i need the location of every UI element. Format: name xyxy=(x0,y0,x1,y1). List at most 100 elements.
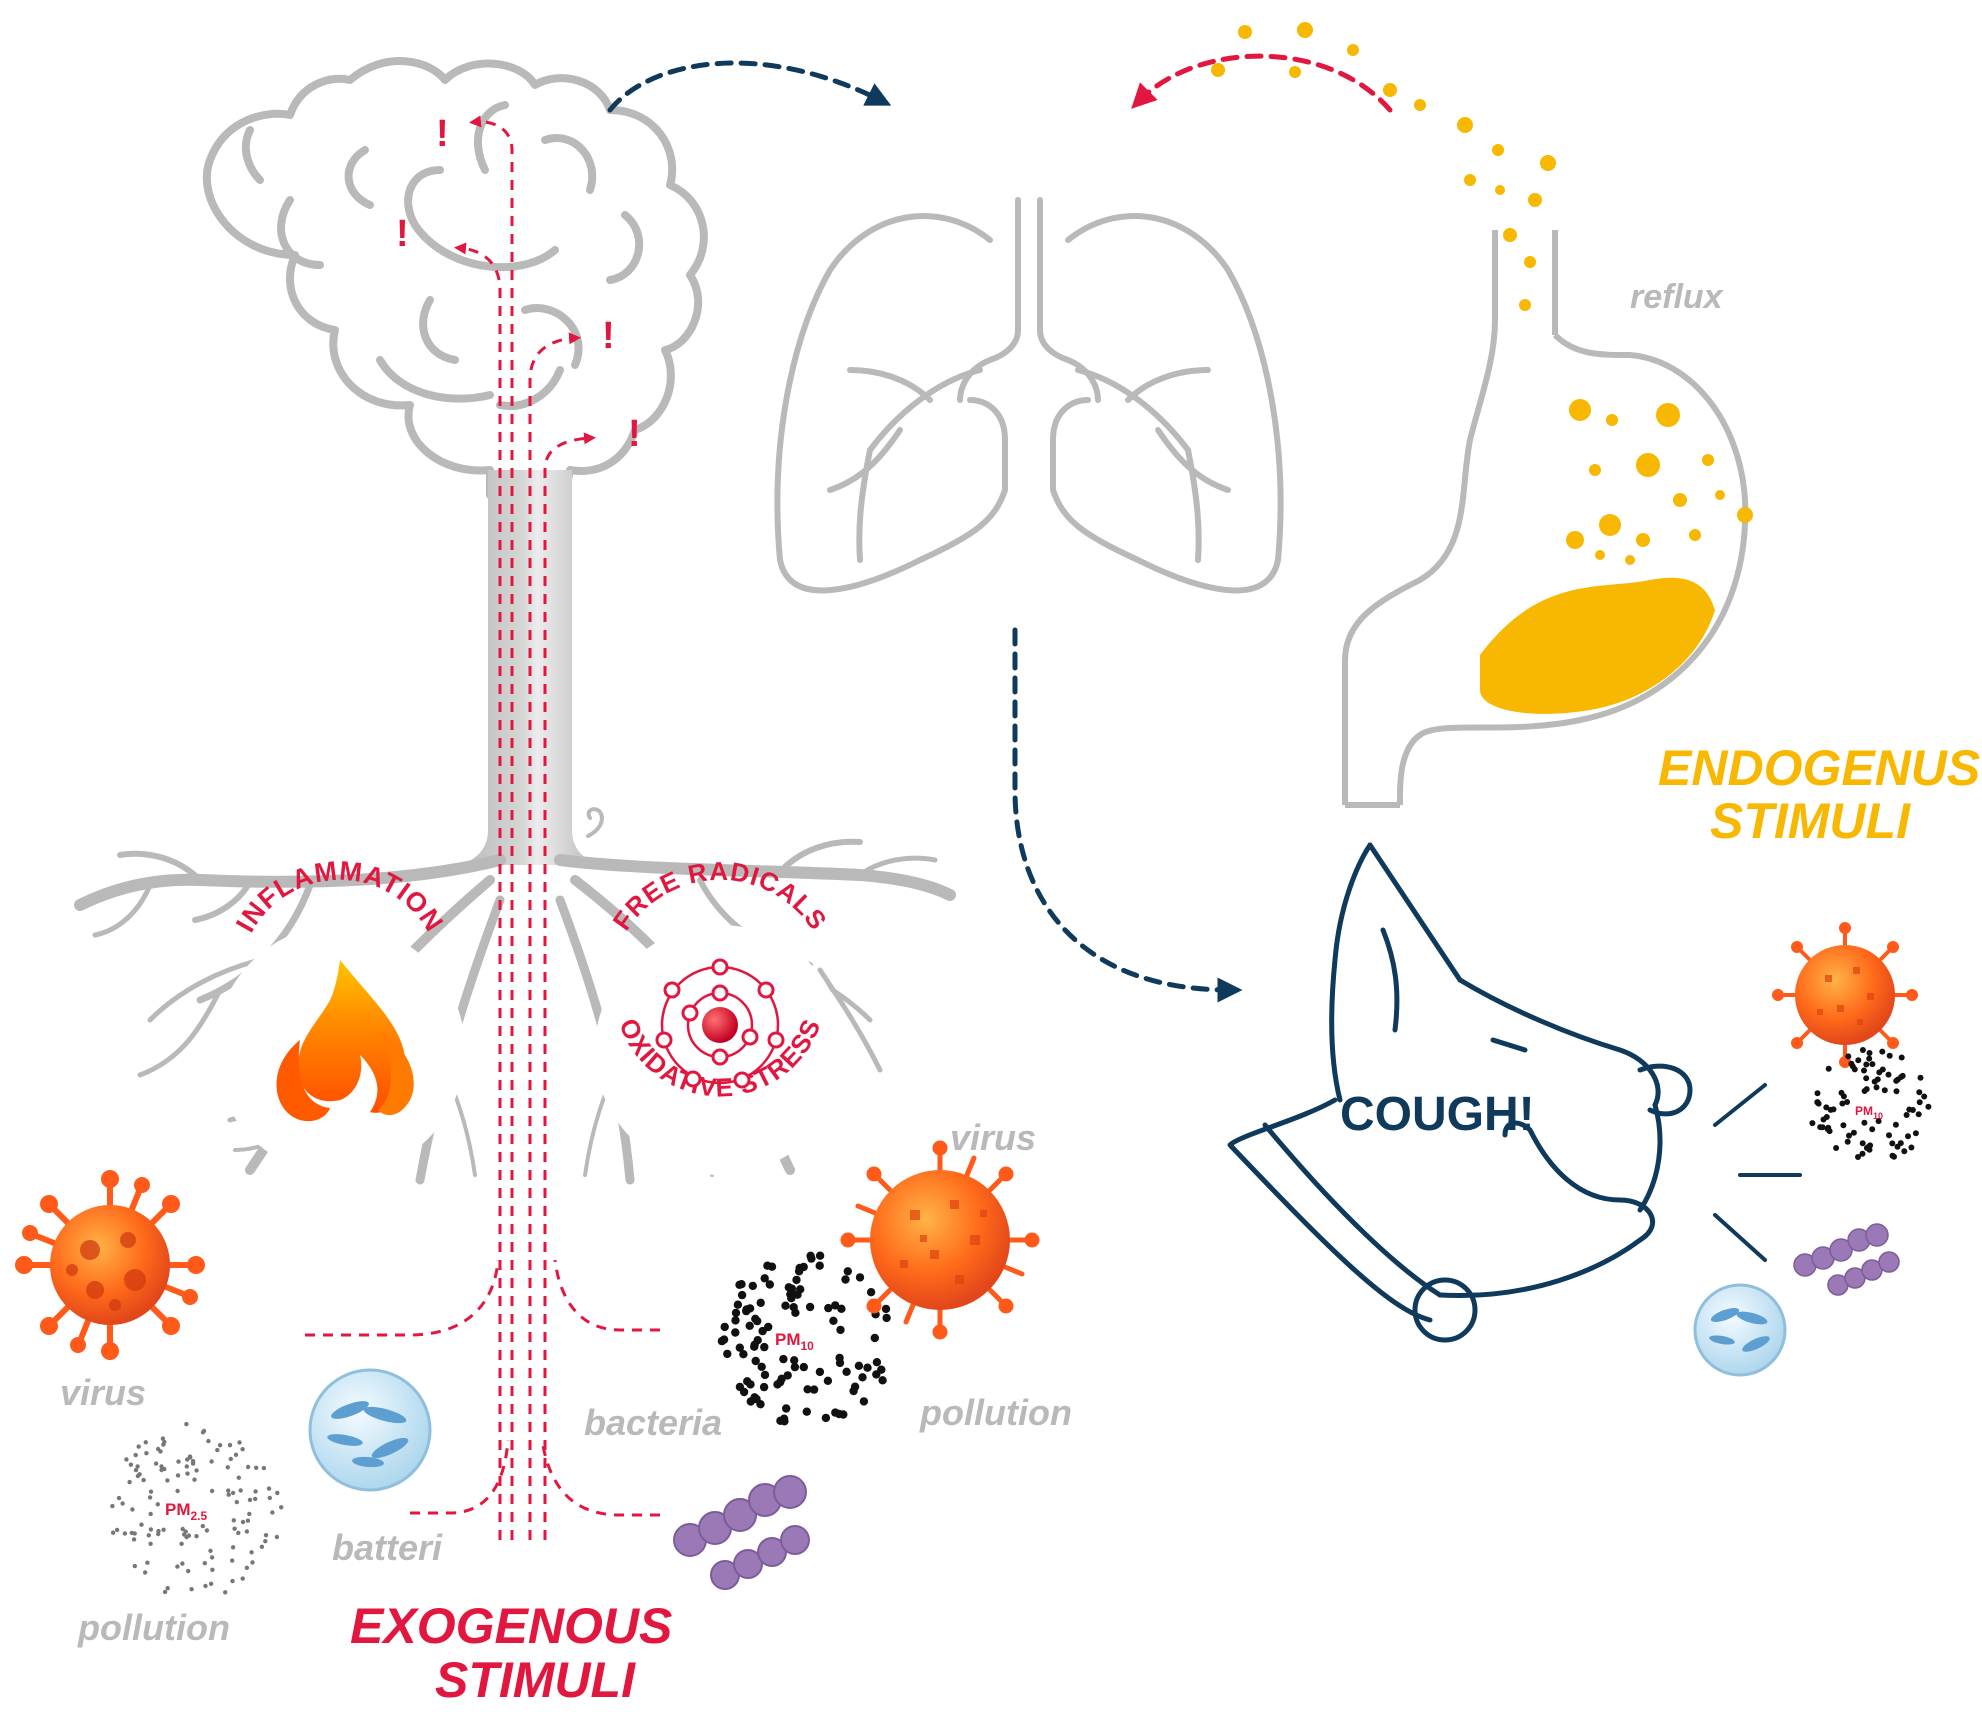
particle-dot xyxy=(203,1583,208,1589)
inflammation-label: INFLAMMATION xyxy=(230,855,448,937)
particle-dot xyxy=(1809,1120,1816,1127)
particle-dot xyxy=(841,1275,850,1284)
particle-dot xyxy=(234,1499,239,1505)
particle-dot xyxy=(855,1273,865,1282)
particle-dot xyxy=(114,1527,120,1533)
particle-dot xyxy=(1901,1148,1908,1155)
particle-dot xyxy=(1905,1133,1911,1140)
particle-dot xyxy=(1903,1112,1910,1118)
particle-dot xyxy=(1823,1104,1830,1111)
particle-dot xyxy=(760,1370,770,1380)
particle-dot xyxy=(1869,1126,1876,1133)
particle-dot xyxy=(854,1361,864,1371)
particle-dot xyxy=(1824,1126,1831,1133)
droplet xyxy=(1599,514,1621,536)
endogenous-label-line2: STIMULI xyxy=(1710,793,1911,849)
particle-dot xyxy=(175,1564,180,1569)
droplet xyxy=(1528,193,1542,207)
bacteria-cell-icon-left xyxy=(308,1368,432,1492)
particle-dot xyxy=(1898,1054,1905,1061)
pm25-label: PM2.5 xyxy=(165,1500,208,1523)
particle-dot xyxy=(823,1376,833,1386)
droplet xyxy=(1457,117,1473,133)
particle-dot xyxy=(731,1328,740,1337)
particle-dot xyxy=(1859,1140,1866,1147)
particle-dot xyxy=(866,1288,876,1297)
particle-dot xyxy=(1840,1093,1847,1100)
endogenous-label-line1: ENDOGENUS xyxy=(1658,740,1980,796)
particle-dot xyxy=(815,1367,825,1377)
particle-dot xyxy=(1886,1132,1892,1139)
particle-dot xyxy=(208,1548,213,1554)
particle-dot xyxy=(261,1465,267,1471)
acid-bubbles xyxy=(1566,399,1753,565)
particle-dot xyxy=(1881,1087,1888,1094)
particle-dot xyxy=(759,1382,769,1392)
particle-dot xyxy=(1861,1067,1867,1074)
particle-dot xyxy=(124,1457,129,1462)
particle-dot xyxy=(245,1464,251,1470)
svg-text:INFLAMMATION: INFLAMMATION xyxy=(230,855,449,937)
pm25-particles xyxy=(110,1421,284,1595)
particle-dot xyxy=(1916,1089,1923,1096)
particle-dot xyxy=(779,1354,788,1364)
droplet xyxy=(1673,493,1687,507)
particle-dot xyxy=(143,1440,148,1445)
particle-dot xyxy=(201,1428,207,1434)
pm10-label-right: PM10 xyxy=(1855,1104,1883,1121)
particle-dot xyxy=(159,1464,164,1469)
particle-dot xyxy=(184,1464,189,1469)
particle-dot xyxy=(184,1421,189,1427)
inflammation-badge: INFLAMMATION xyxy=(215,855,465,1175)
particle-dot xyxy=(227,1442,233,1448)
particle-dot xyxy=(253,1489,258,1494)
particle-dot xyxy=(223,1590,228,1595)
particle-dot xyxy=(815,1251,825,1260)
reflux-to-lungs-arrow xyxy=(1131,53,1393,113)
virus-icon-right xyxy=(1772,922,1918,1068)
particle-dot xyxy=(1892,1121,1899,1128)
particle-dot xyxy=(132,1531,137,1536)
particle-dot xyxy=(882,1313,891,1323)
particle-dot xyxy=(723,1349,732,1359)
particle-dot xyxy=(751,1356,760,1366)
particle-dot xyxy=(230,1558,235,1563)
exclaim-2: ! xyxy=(396,213,409,255)
particle-dot xyxy=(870,1333,879,1343)
particle-dot xyxy=(238,1488,243,1493)
droplet xyxy=(1636,533,1650,547)
pollution-label-left: pollution xyxy=(77,1607,230,1648)
particle-dot xyxy=(217,1443,223,1448)
particle-dot xyxy=(792,1275,801,1285)
particle-dot xyxy=(1814,1090,1821,1097)
particle-dot xyxy=(1863,1061,1870,1068)
particle-dot xyxy=(254,1465,259,1471)
particle-dot xyxy=(204,1528,210,1533)
particle-dot xyxy=(225,1465,230,1470)
particle-dot xyxy=(230,1545,236,1550)
particle-dot xyxy=(763,1261,772,1270)
particle-dot xyxy=(835,1353,844,1363)
particle-dot xyxy=(872,1370,881,1379)
virus-label-left: virus xyxy=(60,1372,146,1413)
droplet xyxy=(1519,299,1531,311)
particle-dot xyxy=(194,1468,199,1473)
droplet xyxy=(1636,453,1660,477)
particle-dot xyxy=(274,1534,280,1540)
reflux-droplets xyxy=(1211,22,1556,311)
particle-dot xyxy=(236,1530,241,1536)
particle-dot xyxy=(1844,1138,1851,1145)
droplet xyxy=(1503,228,1517,242)
particle-dot xyxy=(757,1362,766,1372)
droplet xyxy=(1347,44,1359,56)
particle-dot xyxy=(1861,1119,1868,1126)
droplet xyxy=(1566,531,1584,549)
particle-dot xyxy=(806,1251,815,1261)
particle-dot xyxy=(162,1589,168,1595)
particle-dot xyxy=(750,1342,759,1351)
particle-dot xyxy=(1866,1050,1873,1056)
particle-dot xyxy=(232,1526,237,1531)
particle-dot xyxy=(192,1477,197,1482)
particle-dot xyxy=(230,1490,236,1496)
flame-icon xyxy=(276,960,414,1122)
